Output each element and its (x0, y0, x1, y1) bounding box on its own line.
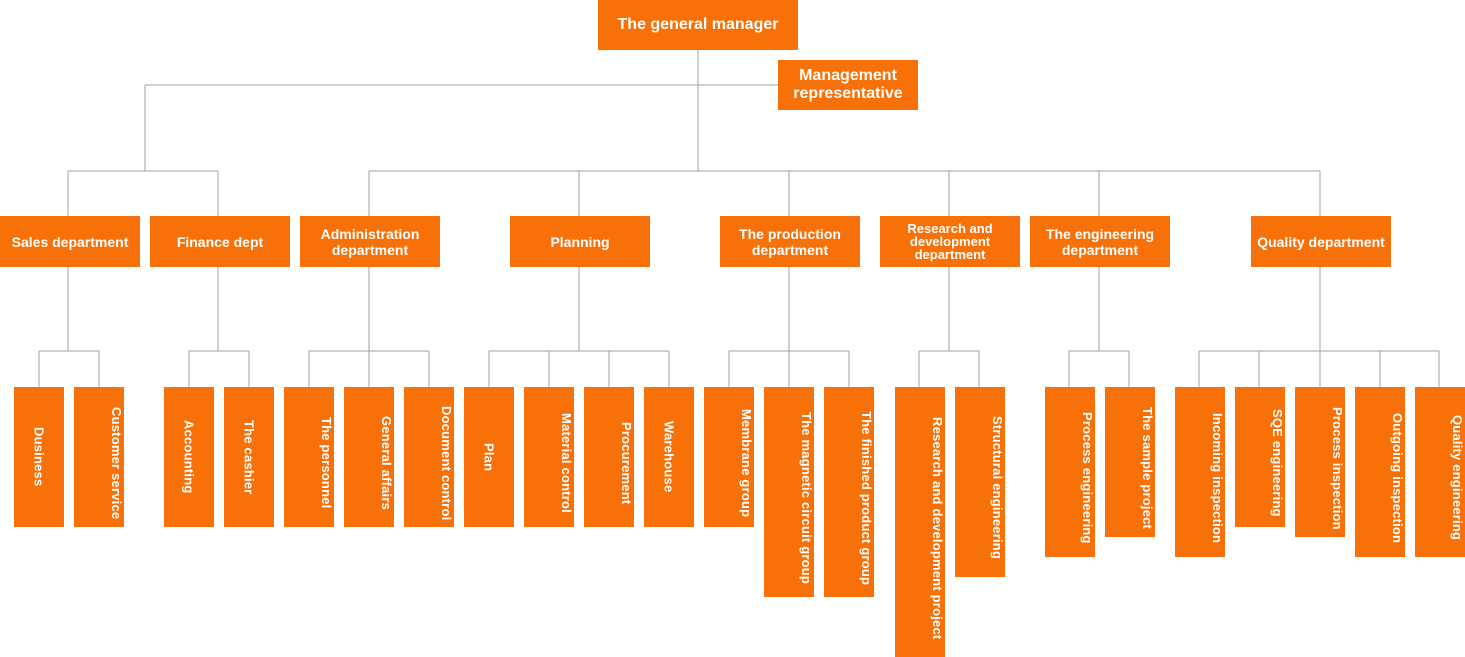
node-unit-material-control: Material control (524, 387, 574, 527)
node-unit-document-control: Document control (404, 387, 454, 527)
node-unit-research-development-project: Research and development project (895, 387, 945, 657)
node-unit-incoming-inspection: Incoming inspection (1175, 387, 1225, 557)
node-research-development-department: Research and development department (880, 216, 1020, 267)
node-unit-dusiness: Dusiness (14, 387, 64, 527)
node-production-department: The production department (720, 216, 860, 267)
node-unit-warehouse: Warehouse (644, 387, 694, 527)
node-unit-customer-service: Customer service (74, 387, 124, 527)
node-general-manager: The general manager (598, 0, 798, 50)
node-unit-process-engineering: Process engineering (1045, 387, 1095, 557)
node-unit-finished-product-group: The finished product group (824, 387, 874, 597)
node-unit-cashier: The cashier (224, 387, 274, 527)
node-planning: Planning (510, 216, 650, 267)
node-quality-department: Quality department (1251, 216, 1391, 267)
node-unit-structural-engineering: Structural engineering (955, 387, 1005, 577)
node-unit-procurement: Procurement (584, 387, 634, 527)
node-engineering-department: The engineering department (1030, 216, 1170, 267)
node-unit-plan: Plan (464, 387, 514, 527)
node-unit-magnetic-circuit-group: The magnetic circuit group (764, 387, 814, 597)
node-finance-dept: Finance dept (150, 216, 290, 267)
node-unit-outgoing-inspection: Outgoing inspection (1355, 387, 1405, 557)
node-unit-general-affairs: General affairs (344, 387, 394, 527)
node-unit-process-inspection: Process inspection (1295, 387, 1345, 537)
node-unit-sqe-engineering: SQE engineering (1235, 387, 1285, 527)
node-administration-department: Administration department (300, 216, 440, 267)
node-sales-department: Sales department (0, 216, 140, 267)
node-unit-personnel: The personnel (284, 387, 334, 527)
node-unit-membrane-group: Membrane group (704, 387, 754, 527)
node-management-representative: Management representative (778, 60, 918, 110)
node-unit-sample-project: The sample project (1105, 387, 1155, 537)
node-unit-quality-engineering: Quality engineering (1415, 387, 1465, 557)
node-unit-accounting: Accounting (164, 387, 214, 527)
